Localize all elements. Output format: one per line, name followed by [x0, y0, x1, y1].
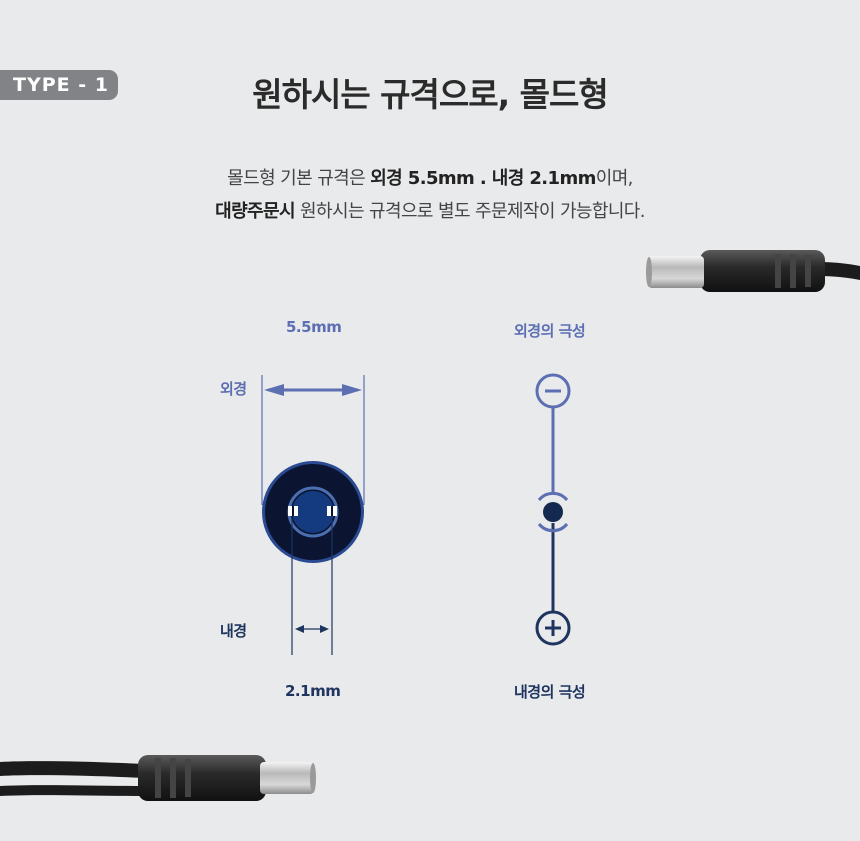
inner-dimension-value: 2.1mm	[285, 682, 341, 700]
description-bold: 대량주문시	[215, 201, 295, 222]
outer-dimension-value: 5.5mm	[286, 318, 342, 336]
description-line-1: 몰드형 기본 규격은 외경 5.5mm . 내경 2.1mm이며,	[0, 162, 860, 195]
dc-plug-bottom-left-icon	[0, 755, 316, 801]
dc-plug-top-right-icon	[646, 250, 860, 292]
positive-terminal-icon	[535, 610, 571, 646]
description-text: 이며,	[595, 168, 634, 189]
outer-polarity-label: 외경의 극성	[514, 322, 586, 340]
inner-polarity-label: 내경의 극성	[514, 683, 586, 701]
arrow-left-icon	[264, 384, 284, 396]
outer-label: 외경	[220, 380, 247, 398]
arrow-right-icon	[320, 625, 329, 633]
center-pin-icon	[543, 502, 563, 522]
description-text: 몰드형 기본 규격은	[227, 168, 371, 189]
description-line-2: 대량주문시 원하시는 규격으로 별도 주문제작이 가능합니다.	[0, 195, 860, 228]
center-arc-top	[537, 491, 569, 502]
description-bold: 외경 5.5mm . 내경 2.1mm	[370, 168, 596, 189]
arrow-right-icon	[342, 384, 362, 396]
inner-label: 내경	[220, 622, 247, 640]
description-text: 원하시는 규격으로 별도 주문제작이 가능합니다.	[294, 201, 645, 222]
negative-terminal-icon	[535, 373, 571, 409]
center-arc-bottom	[537, 522, 569, 533]
page-title: 원하시는 규격으로, 몰드형	[252, 75, 608, 114]
type-badge: TYPE - 1	[0, 70, 118, 100]
arrow-left-icon	[295, 625, 304, 633]
inner-pin	[292, 491, 334, 533]
description: 몰드형 기본 규격은 외경 5.5mm . 내경 2.1mm이며, 대량주문시 …	[0, 162, 860, 228]
